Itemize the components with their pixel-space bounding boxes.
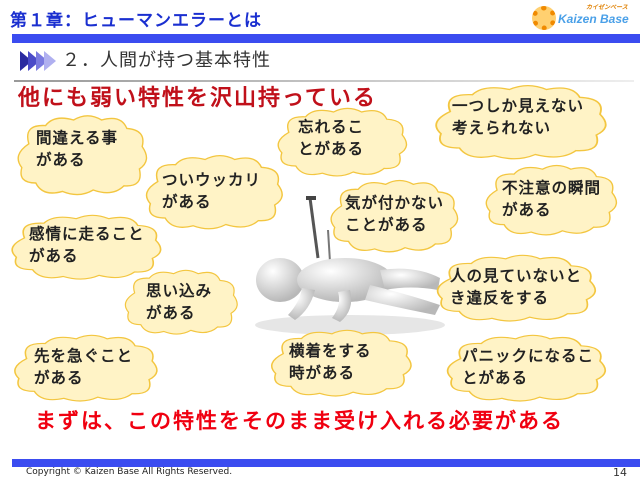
cloud-text-line2: とがある (462, 369, 529, 387)
cloud-shape (145, 154, 283, 230)
chevron-arrows-icon (20, 51, 56, 71)
cloud-bubble: 感情に走ることがある (5, 213, 167, 281)
cloud-bubble: 一つしか見えない考えられない (428, 83, 613, 161)
cloud-text-line2: がある (29, 247, 79, 265)
cloud-bubble: 先を急ぐことがある (8, 333, 163, 403)
cloud-bubble: 思い込みがある (120, 268, 242, 336)
cloud-text-line1: 思い込み (146, 282, 213, 300)
cloud-text-line1: 気が付かない (345, 194, 445, 212)
cloud-text-line1: パニックになるこ (462, 347, 595, 365)
cloud-shape (270, 329, 412, 397)
cloud-text-line2: 考えられない (452, 119, 552, 137)
cloud-shape (485, 164, 618, 236)
cloud-bubble: ついウッカリがある (140, 153, 288, 231)
cloud-bubble: 人の見ていないとき違反をする (430, 253, 602, 323)
cloud-text-line2: がある (36, 151, 86, 169)
cloud-text-line2: がある (502, 201, 552, 219)
cloud-text-line1: 一つしか見えない (452, 97, 585, 115)
logo-subtext: カイゼンベース (586, 4, 628, 11)
cloud-text-line2: がある (162, 193, 212, 211)
copyright-text: Copyright © Kaizen Base All Rights Reser… (26, 467, 233, 477)
cloud-text-line2: き違反をする (450, 289, 550, 307)
cloud-text-line1: 先を急ぐこと (34, 347, 134, 365)
cloud-shape (11, 214, 162, 280)
headline: 他にも弱い特性を沢山持っている (18, 86, 377, 111)
header-bar (12, 34, 640, 43)
gear-icon (532, 6, 556, 30)
cloud-text-line1: 不注意の瞬間 (502, 179, 602, 197)
cloud-shape (436, 254, 596, 322)
logo-text: Kaizen Base (558, 12, 629, 26)
cloud-text-line2: がある (34, 369, 84, 387)
cloud-text-line1: 間違える事 (36, 129, 119, 147)
cloud-shape (124, 269, 238, 335)
cloud-text-line2: がある (146, 304, 196, 322)
page-number: 14 (613, 466, 627, 479)
cloud-shape (446, 334, 606, 402)
conclusion-text: まずは、この特性をそのまま受け入れる必要がある (35, 409, 564, 433)
section-title: ２．人間が持つ基本特性 (62, 50, 271, 71)
cloud-bubble: 間違える事がある (12, 113, 152, 197)
cloud-shape (330, 179, 459, 253)
cloud-text-line1: 横着をする (289, 342, 372, 360)
kaizen-base-logo: カイゼンベース Kaizen Base (526, 2, 638, 34)
cloud-bubble: 忘れることがある (272, 106, 412, 178)
cloud-shape (277, 107, 408, 177)
cloud-text-line1: 感情に走ること (29, 225, 145, 243)
cloud-shape (14, 334, 158, 402)
cloud-bubble: 横着をする時がある (265, 328, 417, 398)
cloud-text-line2: ことがある (345, 216, 428, 234)
chapter-title: 第１章：ヒューマンエラーとは (10, 11, 262, 31)
cloud-shape (17, 115, 148, 196)
cloud-shape (435, 84, 607, 160)
cloud-bubble: 不注意の瞬間がある (480, 163, 622, 237)
cloud-text-line2: 時がある (289, 364, 356, 382)
cloud-text-line1: 人の見ていないと (450, 267, 583, 285)
footer-bar (12, 459, 640, 467)
cloud-bubble: 気が付かないことがある (325, 178, 463, 254)
cloud-text-line2: とがある (298, 140, 365, 158)
cloud-bubble: パニックになることがある (440, 333, 612, 403)
fallen-person-illustration (255, 196, 445, 335)
section-divider (14, 80, 634, 82)
cloud-text-line1: 忘れるこ (298, 118, 365, 136)
cloud-text-line1: ついウッカリ (162, 171, 262, 189)
